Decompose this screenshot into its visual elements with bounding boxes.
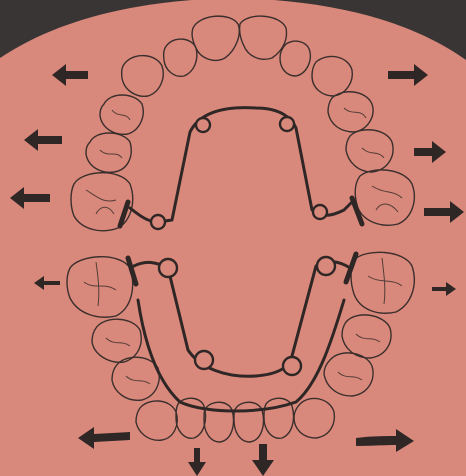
lower-loop-right-top [317,257,335,275]
upper-loop-right-bottom [313,205,327,219]
upper-loop-right-top [280,117,294,131]
lower-loop-left-bottom [195,351,213,369]
lower-loop-right-bottom [283,357,301,375]
lower-loop-left-top [159,259,177,277]
upper-loop-left-top [196,118,210,132]
upper-loop-left-bottom [151,215,165,229]
